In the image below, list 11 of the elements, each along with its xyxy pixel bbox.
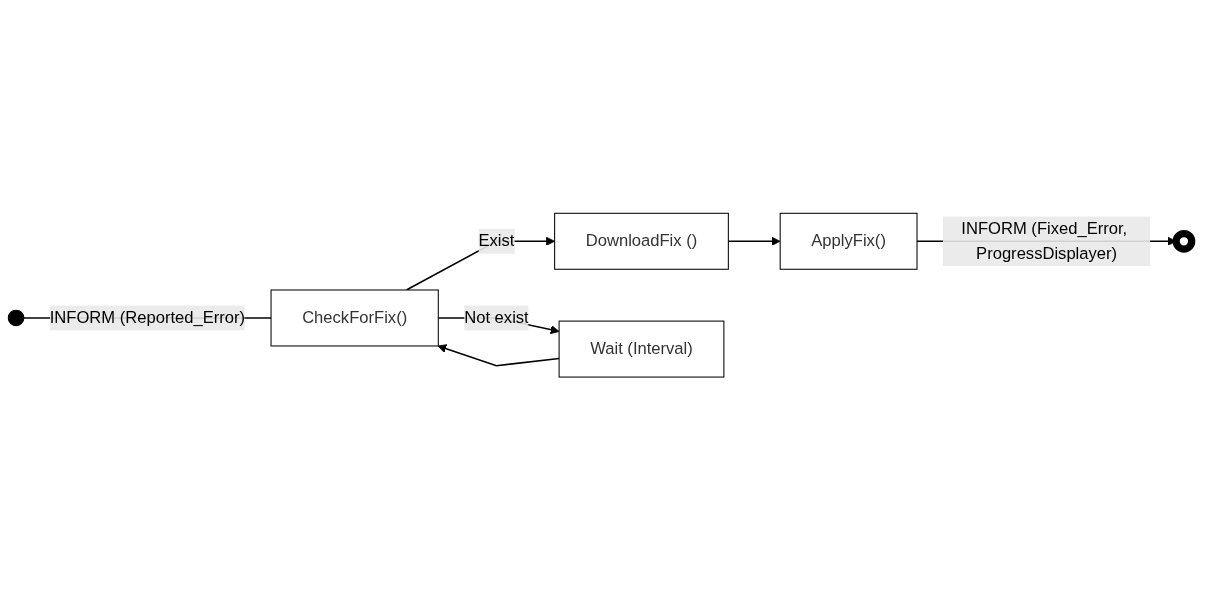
node-box: ApplyFix() bbox=[779, 212, 918, 270]
node-circle bbox=[7, 309, 25, 327]
edge-label: Exist bbox=[478, 231, 515, 250]
node-box: DownloadFix () bbox=[554, 212, 729, 270]
node-circle bbox=[1172, 229, 1196, 253]
node-box: Wait (Interval) bbox=[558, 320, 725, 378]
arrow bbox=[437, 344, 560, 367]
edge-label: INFORM (Reported_Error) bbox=[49, 308, 246, 327]
node-box: CheckForFix() bbox=[270, 289, 439, 347]
edge-label: INFORM (Fixed_Error, ProgressDisplayer) bbox=[961, 219, 1128, 262]
edge-label: Not exist bbox=[464, 308, 529, 327]
